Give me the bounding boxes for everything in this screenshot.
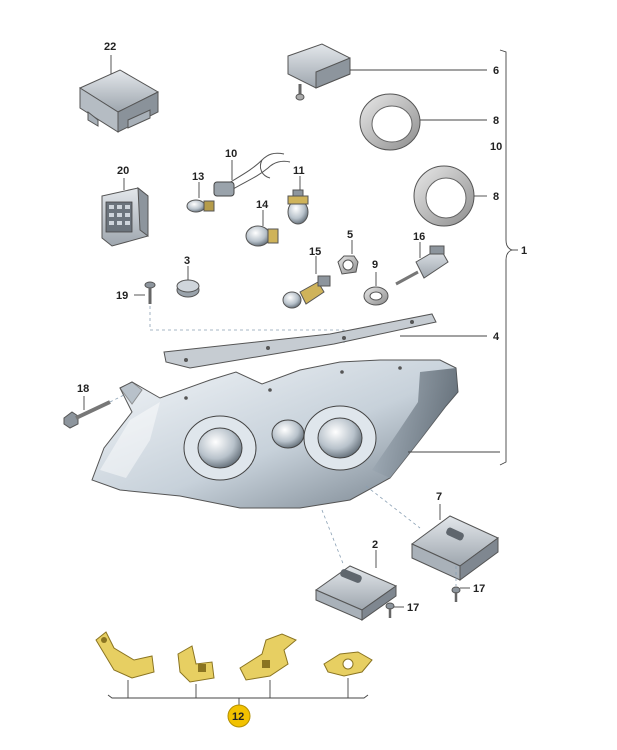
part-3-cap: [176, 279, 200, 298]
part-22-control-unit: [78, 69, 160, 133]
label-20: 20: [117, 165, 129, 177]
part-12-bracket-a: [95, 631, 155, 679]
part-12-leaders: [107, 678, 369, 706]
part-18-bolt: [63, 400, 111, 429]
label-5: 5: [347, 229, 353, 241]
part-10-wiring-harness: [213, 152, 291, 197]
part-12-bracket-b: [177, 645, 215, 683]
label-1: 1: [521, 245, 527, 257]
part-12-bracket-d: [323, 651, 373, 677]
label-12: 12: [232, 711, 244, 723]
label-8-lower: 8: [493, 191, 499, 203]
part-11-halogen-bulb: [287, 189, 309, 225]
label-10-right: 10: [490, 141, 502, 153]
part-19-screw: [144, 281, 156, 304]
part-14-bulb: [245, 225, 279, 247]
label-10: 10: [225, 148, 237, 160]
part-17-screw-right: [451, 586, 461, 602]
label-15: 15: [309, 246, 321, 258]
part-8-cover-ring-upper: [359, 93, 421, 151]
part-5-lamp-holder: [337, 255, 359, 275]
label-22: 22: [104, 41, 116, 53]
label-17-right: 17: [473, 583, 485, 595]
part-12-bracket-c: [239, 633, 297, 681]
part-20-connector: [101, 186, 149, 247]
label-13: 13: [192, 171, 204, 183]
label-8-upper: 8: [493, 115, 499, 127]
label-9: 9: [372, 259, 378, 271]
group-1-bracket: [499, 49, 514, 466]
label-19: 19: [116, 290, 128, 302]
label-3: 3: [184, 255, 190, 267]
part-15-halogen-bulb: [282, 275, 331, 309]
part-8-cover-ring-lower: [413, 165, 475, 227]
part-2-control-module: [314, 565, 398, 621]
label-14: 14: [256, 199, 269, 211]
label-4: 4: [493, 331, 500, 343]
label-16: 16: [413, 231, 425, 243]
center-lamp: [271, 419, 305, 449]
part-6-range-motor: [287, 43, 351, 101]
label-2: 2: [372, 539, 378, 551]
label-6: 6: [493, 65, 499, 77]
part-16-xenon-bulb: [395, 245, 449, 286]
part-4-trim-strip: [163, 313, 437, 369]
label-17-lower: 17: [407, 602, 419, 614]
part-17-screw-lower: [385, 602, 395, 618]
part-13-wedge-bulb: [186, 199, 215, 213]
headlight-housing: [91, 359, 459, 509]
part-7-ballast-unit: [411, 515, 499, 581]
label-11: 11: [293, 165, 305, 177]
label-12-badge: [227, 704, 251, 728]
label-18: 18: [77, 383, 89, 395]
label-7: 7: [436, 491, 442, 503]
part-9-retaining-ring: [363, 286, 389, 306]
